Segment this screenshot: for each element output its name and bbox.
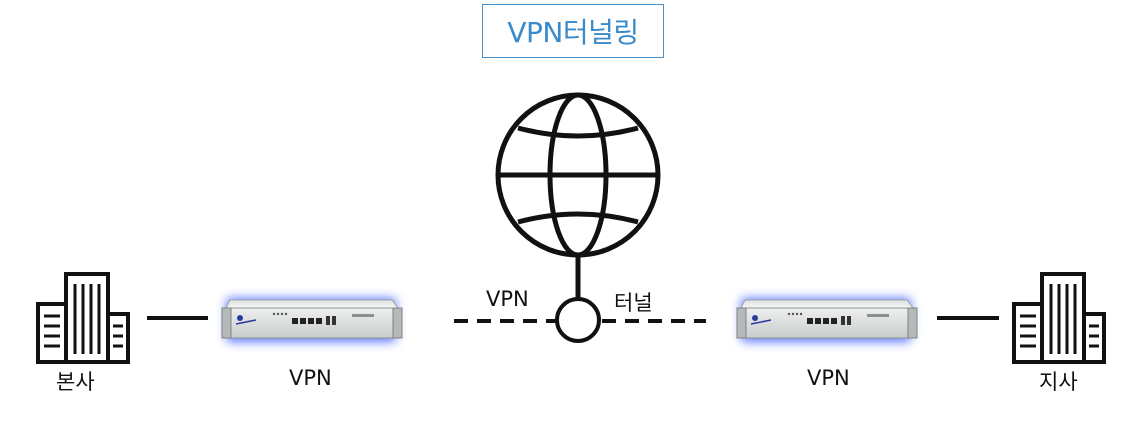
tunnel-word-label: 터널: [614, 291, 653, 315]
vpn-device-right-icon: [737, 298, 917, 342]
hq-building-icon: [34, 272, 132, 364]
branch-label: 지사: [1039, 370, 1078, 394]
vpn-left-label: VPN: [289, 366, 332, 390]
hq-label: 본사: [56, 370, 95, 394]
globe-icon: [495, 92, 661, 258]
vpn-right-label: VPN: [807, 366, 850, 390]
vpn-device-left-icon: [222, 298, 402, 342]
branch-building-icon: [1010, 272, 1108, 364]
tunnel-node: [555, 297, 601, 343]
tunnel-vpn-label: VPN: [486, 287, 529, 311]
diagram-title: VPN터널링: [482, 4, 664, 58]
